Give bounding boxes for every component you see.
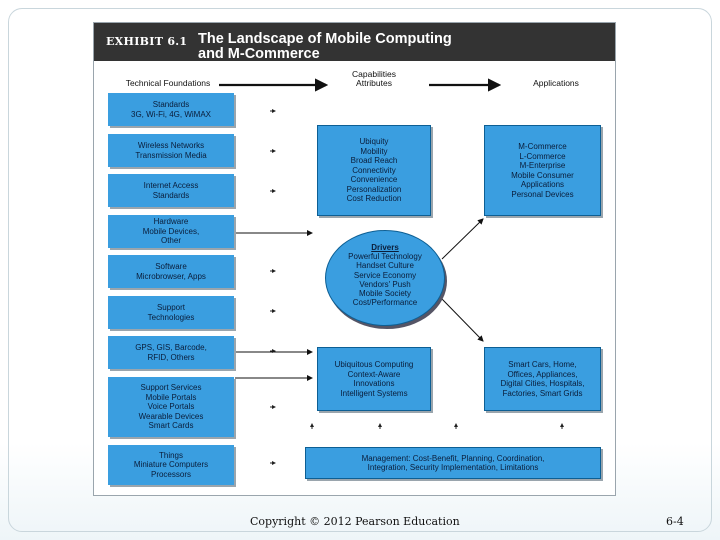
foundation-text: Internet Access <box>143 181 199 190</box>
foundation-text: Smart Cards <box>148 421 194 431</box>
capability-item: Mobility <box>360 146 388 156</box>
application-item: M-Enterprise <box>519 161 566 170</box>
application-item: M-Commerce <box>518 142 567 151</box>
driver-item: Cost/Performance <box>352 298 418 308</box>
exhibit-label: EXHIBIT 6.1 <box>106 35 188 48</box>
title-line-2: and M-Commerce <box>198 46 320 62</box>
capability-item: Broad Reach <box>350 156 398 166</box>
capability-item: Personalization <box>346 184 402 194</box>
smart-item: Factories, Smart Grids <box>502 388 583 398</box>
capability-item: Connectivity <box>352 165 396 175</box>
foundation-text: Microbrowser, Apps <box>136 271 206 281</box>
driver-item: Service Economy <box>353 270 417 280</box>
management-line: Integration, Security Implementation, Li… <box>367 463 539 472</box>
foundation-text: Mobile Devices, <box>142 226 200 236</box>
application-item: L-Commerce <box>519 151 566 161</box>
capability-item: Convenience <box>350 175 398 185</box>
ubiquitous-item: Innovations <box>353 379 395 388</box>
drivers-heading: Drivers <box>371 243 399 252</box>
column-head-capabilities: Capabilities Attributes <box>332 70 416 88</box>
foundation-text: 3G, Wi-Fi, 4G, WiMAX <box>131 109 211 119</box>
foundation-text: Processors <box>150 469 191 479</box>
capability-item: Cost Reduction <box>346 194 402 204</box>
driver-item: Mobile Society <box>358 289 412 299</box>
foundation-text: Wearable Devices <box>138 411 204 421</box>
connector-arrows <box>219 78 564 465</box>
drivers-ellipse: Drivers Powerful Technology Handset Cult… <box>325 230 445 326</box>
ubiquitous-item: Context-Aware <box>347 369 401 379</box>
title-line-1: The Landscape of Mobile Computing <box>198 31 452 47</box>
exhibit-header: EXHIBIT 6.1 The Landscape of Mobile Comp… <box>94 23 615 62</box>
smart-item: Smart Cars, Home, <box>508 360 577 369</box>
foundation-text: Technologies <box>147 312 195 322</box>
foundation-text: Voice Portals <box>147 402 195 412</box>
footer-page-number: 6-4 <box>666 515 684 528</box>
smart-systems-box: Smart Cars, Home, Offices, Appliances, D… <box>484 347 601 411</box>
capability-item: Ubiquity <box>359 137 389 147</box>
application-item: Applications <box>520 180 565 189</box>
foundation-text: Other <box>160 236 181 246</box>
foundation-text: Wireless Networks <box>137 141 205 150</box>
driver-item: Powerful Technology <box>348 252 422 262</box>
capabilities-head-line-2: Attributes <box>356 78 392 88</box>
smart-item: Digital Cities, Hospitals, <box>500 379 585 388</box>
column-head-technical: Technical Foundations <box>125 78 211 88</box>
foundation-text: Hardware <box>153 217 189 227</box>
foundation-gps: GPS, GIS, Barcode,RFID, Others <box>108 336 234 369</box>
capabilities-box: Ubiquity Mobility Broad Reach Connectivi… <box>317 125 431 216</box>
driver-item: Vendors' Push <box>359 279 411 289</box>
foundation-text: Support <box>156 303 185 312</box>
foundation-text: GPS, GIS, Barcode, <box>135 343 207 352</box>
ubiquitous-item: Ubiquitous Computing <box>334 360 414 369</box>
slide-frame <box>8 8 712 532</box>
management-line: Management: Cost-Benefit, Planning, Coor… <box>361 453 545 463</box>
ubiquitous-computing-box: Ubiquitous Computing Context-Aware Innov… <box>317 347 431 411</box>
management-bar: Management: Cost-Benefit, Planning, Coor… <box>305 447 601 479</box>
foundation-text: Mobile Portals <box>145 392 197 402</box>
foundation-text: RFID, Others <box>147 352 195 362</box>
exhibit-title: The Landscape of Mobile Computing and M-… <box>198 32 598 62</box>
driver-item: Handset Culture <box>356 261 414 271</box>
column-head-applications: Applications <box>533 78 579 88</box>
footer-copyright: Copyright © 2012 Pearson Education <box>250 515 460 528</box>
smart-item: Offices, Appliances, <box>507 369 578 379</box>
exhibit-figure: EXHIBIT 6.1 The Landscape of Mobile Comp… <box>93 22 616 496</box>
foundation-text: Standards <box>152 100 190 109</box>
capabilities-head-line-1: Capabilities <box>352 69 396 79</box>
foundation-text: Transmission Media <box>135 150 207 160</box>
drivers-to-smart-arrow <box>441 298 484 342</box>
application-item: Mobile Consumer <box>511 170 574 180</box>
ubiquitous-item: Intelligent Systems <box>340 388 408 398</box>
foundation-text: Miniature Computers <box>133 460 209 470</box>
foundation-text: Software <box>155 262 187 271</box>
foundation-text: Standards <box>152 190 190 200</box>
foundation-text: Support Services <box>140 383 202 393</box>
drivers-to-applications-arrow <box>441 218 484 260</box>
applications-box: M-Commerce L-Commerce M-Enterprise Mobil… <box>484 125 601 216</box>
foundation-text: Things <box>158 450 183 460</box>
application-item: Personal Devices <box>511 189 574 199</box>
